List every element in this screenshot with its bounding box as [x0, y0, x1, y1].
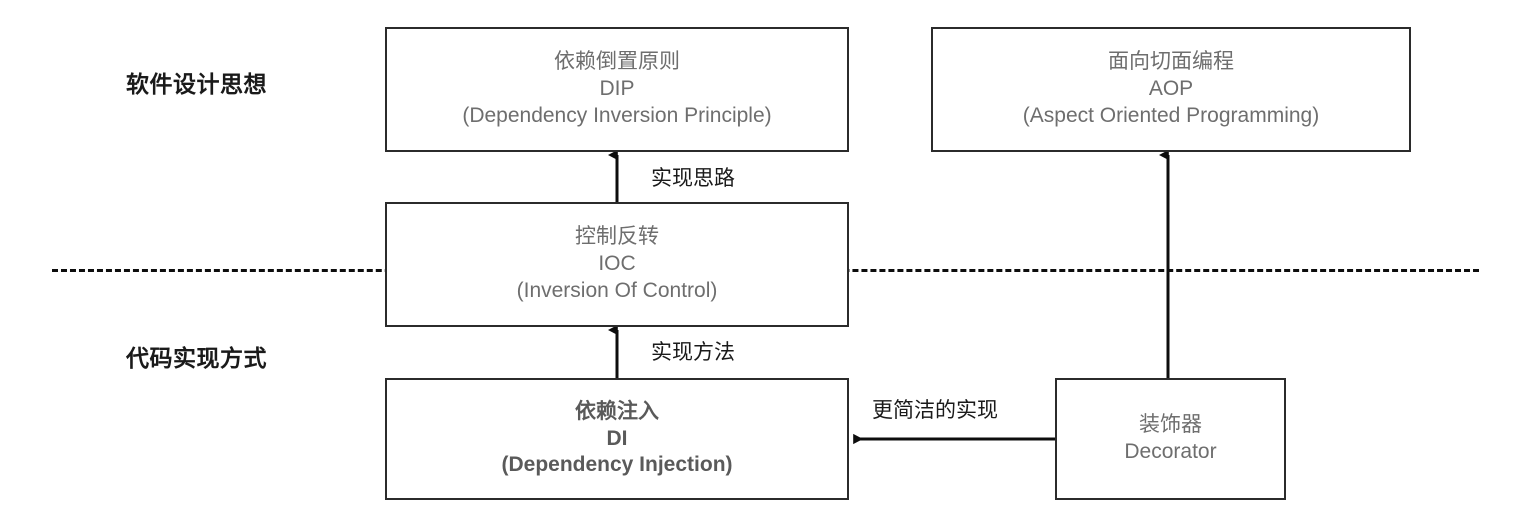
node-ioc-english-title: (Inversion Of Control)	[516, 278, 718, 302]
node-box-di[interactable]: 依赖注入 DI (Dependency Injection)	[385, 378, 849, 500]
node-box-decorator[interactable]: 装饰器 Decorator	[1055, 378, 1286, 500]
node-dip-abbreviation: DIP	[599, 77, 635, 101]
node-decorator-chinese-title: 装饰器	[1139, 413, 1202, 437]
node-ioc-abbreviation: IOC	[598, 252, 636, 276]
layer-label-code-implementation: 代码实现方式	[126, 345, 267, 371]
node-di-chinese-title: 依赖注入	[575, 399, 659, 423]
node-dip-english-title: (Dependency Inversion Principle)	[462, 103, 772, 127]
node-decorator-abbreviation: Decorator	[1124, 440, 1217, 463]
node-aop-abbreviation: AOP	[1148, 77, 1194, 101]
edge-label-di-to-ioc: 实现方法	[651, 341, 735, 364]
node-aop-chinese-title: 面向切面编程	[1108, 50, 1234, 74]
node-ioc-chinese-title: 控制反转	[575, 225, 659, 249]
node-aop-english-title: (Aspect Oriented Programming)	[1022, 103, 1320, 127]
node-box-dip[interactable]: 依赖倒置原则 DIP (Dependency Inversion Princip…	[385, 27, 849, 152]
layer-label-software-design: 软件设计思想	[126, 71, 267, 97]
node-box-ioc[interactable]: 控制反转 IOC (Inversion Of Control)	[385, 202, 849, 327]
node-box-aop[interactable]: 面向切面编程 AOP (Aspect Oriented Programming)	[931, 27, 1411, 152]
node-di-abbreviation: DI	[606, 426, 628, 450]
node-di-english-title: (Dependency Injection)	[501, 453, 733, 477]
edge-label-ioc-to-dip: 实现思路	[651, 167, 735, 190]
node-dip-chinese-title: 依赖倒置原则	[554, 50, 680, 74]
edge-label-decorator-to-di: 更简洁的实现	[872, 399, 998, 422]
